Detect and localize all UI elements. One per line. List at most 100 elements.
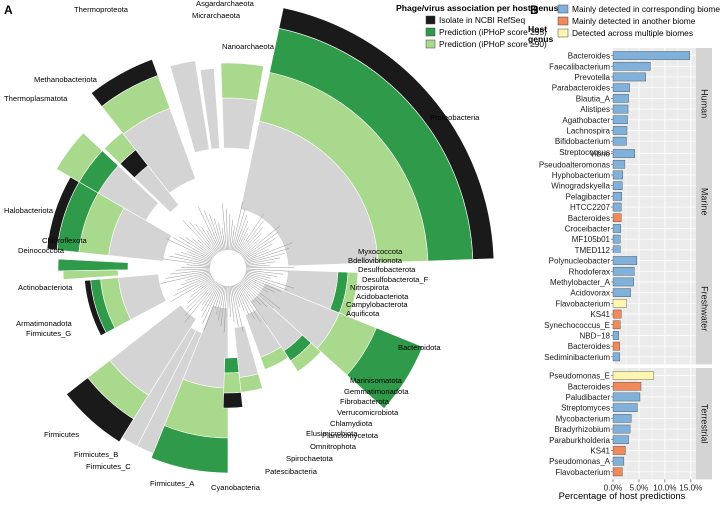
phylum-label-bdellovibrionota: Bdellovibrionota xyxy=(348,256,403,265)
facet-terrestrial: TerrestrialPseudomonas_EBacteroidesPalud… xyxy=(549,368,712,479)
category-label: Bradyrhizobium xyxy=(554,425,610,434)
legend-swatch-isolate xyxy=(426,16,435,24)
phylum-label-deinococcota: Deinococcota xyxy=(18,246,65,255)
phylum-label-cyanobacteria: Cyanobacteria xyxy=(211,483,261,492)
bar xyxy=(613,84,630,92)
clade-chloroflexota-segment xyxy=(58,259,128,271)
tree-branch xyxy=(186,281,215,309)
category-label: Bacteroides xyxy=(568,214,610,223)
clade-nanoarchaeota-segment xyxy=(222,98,257,150)
clade-nanoarchaeota-segment xyxy=(221,63,264,101)
category-label: Flavobacterium xyxy=(555,299,610,308)
tree-branch xyxy=(245,243,293,262)
phylum-label-campylobacterota: Campylobacterota xyxy=(346,300,408,309)
phylum-label-thermoproteota: Thermoproteota xyxy=(74,5,129,14)
category-label: Prevotella xyxy=(574,73,610,82)
tree-branch xyxy=(240,227,263,254)
tree-branch xyxy=(230,220,233,250)
tree-branch xyxy=(245,253,284,263)
bar xyxy=(613,171,623,179)
facet-strip-label: Terrestrial xyxy=(700,404,710,444)
bar xyxy=(613,404,637,412)
category-label: Pseudomonas_E xyxy=(549,372,610,381)
facet-strip-label: Human xyxy=(700,89,710,118)
clade-chloroflexota xyxy=(58,259,128,271)
bar xyxy=(613,371,653,379)
bar xyxy=(613,299,626,307)
category-label: HTCC2207 xyxy=(570,203,611,212)
tree-branch xyxy=(198,207,220,252)
phylum-label-gemmatimonadota: Gemmatimonadota xyxy=(344,387,409,396)
category-label: KS41 xyxy=(590,310,610,319)
category-label: Parabacteroides xyxy=(552,84,610,93)
bar xyxy=(613,425,630,433)
phylum-label-thermoplasmatota: Thermoplasmatota xyxy=(4,94,68,103)
phylum-label-proteobacteria: Proteobacteria xyxy=(430,113,480,122)
category-label: Bifidobacterium xyxy=(555,137,610,146)
category-label: Agathobacter xyxy=(562,116,610,125)
phylum-label-fibrobacterota: Fibrobacterota xyxy=(340,397,390,406)
tree-branch xyxy=(189,222,216,254)
phylum-label-firmicutes-c: Firmicutes_C xyxy=(86,462,131,471)
phylum-label-asgardarchaeota: Asgardarchaeota xyxy=(196,0,255,8)
category-label: Polynucleobacter xyxy=(549,257,611,266)
tree-branch xyxy=(229,214,230,250)
bar xyxy=(613,51,690,59)
bar xyxy=(613,182,622,190)
category-label: Alistipes xyxy=(580,105,610,114)
bar xyxy=(613,256,637,264)
phylum-label-chlamydiota: Chlamydiota xyxy=(330,419,373,428)
tree-branch xyxy=(176,269,210,271)
category-label: NBD−18 xyxy=(580,331,611,340)
category-label: Mycobacterium xyxy=(556,414,611,423)
bar xyxy=(613,126,627,134)
bar xyxy=(613,278,634,286)
phylum-label-bacteroidota: Bacteroidota xyxy=(398,343,441,352)
bar xyxy=(613,137,626,145)
bar xyxy=(613,468,622,476)
bar xyxy=(613,224,621,232)
phylum-label-halobacteriota: Halobacteriota xyxy=(4,206,54,215)
bar xyxy=(613,382,641,390)
category-label: TMED112 xyxy=(575,246,611,255)
phylum-label-firmicutes: Firmicutes xyxy=(44,430,79,439)
category-label: Streptomyces xyxy=(561,404,610,413)
clade-cyanobacteria-segment xyxy=(224,372,241,393)
bar xyxy=(613,414,631,422)
category-label: Faecalibacterium xyxy=(549,62,610,71)
circular-tree xyxy=(47,8,494,473)
category-label: Flavobacterium xyxy=(555,468,610,477)
bar xyxy=(613,235,620,243)
bar xyxy=(613,457,624,465)
category-label: Sediminibacterium xyxy=(544,353,610,362)
facet-marine: MarineVibrioPseudoalteromonasHyphobacter… xyxy=(539,146,712,257)
bar xyxy=(613,160,625,168)
clade-cyanobacteria-segment xyxy=(223,392,243,408)
bar xyxy=(613,331,619,339)
category-label: Methylobacter_A xyxy=(550,278,611,287)
category-label: Vibrio xyxy=(590,150,611,159)
tree-branch xyxy=(234,285,244,312)
tree-branch xyxy=(232,286,243,332)
panel-b-legend-item-other: Mainly detected in another biome xyxy=(558,16,696,26)
phylum-label-methanobacteriota: Methanobacteriota xyxy=(34,75,98,84)
phylum-label-planctomycetota: Planctomycetota xyxy=(322,431,379,440)
category-label: Bacteroides xyxy=(568,382,610,391)
bar xyxy=(613,203,621,211)
bar xyxy=(613,321,620,329)
category-label: Lachnospira xyxy=(566,126,610,135)
category-label: Blautia_A xyxy=(576,94,611,103)
tree-branch xyxy=(239,221,264,254)
phylum-label-micrarchaeota: Micrarchaeota xyxy=(192,11,241,20)
tree-branch xyxy=(233,208,245,250)
panel-b-legend-item-multi: Detected across multiple biomes xyxy=(558,28,693,38)
legend-label-multi: Detected across multiple biomes xyxy=(572,28,693,38)
legend-label-isolate: Isolate in NCBI RefSeq xyxy=(439,15,525,25)
bar xyxy=(613,446,625,454)
phylum-label-spirochaetota: Spirochaetota xyxy=(286,454,334,463)
tree-branch xyxy=(226,209,227,250)
category-label: Paraburkholderia xyxy=(549,436,610,445)
phylum-label-firmicutes-b: Firmicutes_B xyxy=(74,450,118,459)
bar xyxy=(613,342,620,350)
tree-branch xyxy=(181,274,211,285)
